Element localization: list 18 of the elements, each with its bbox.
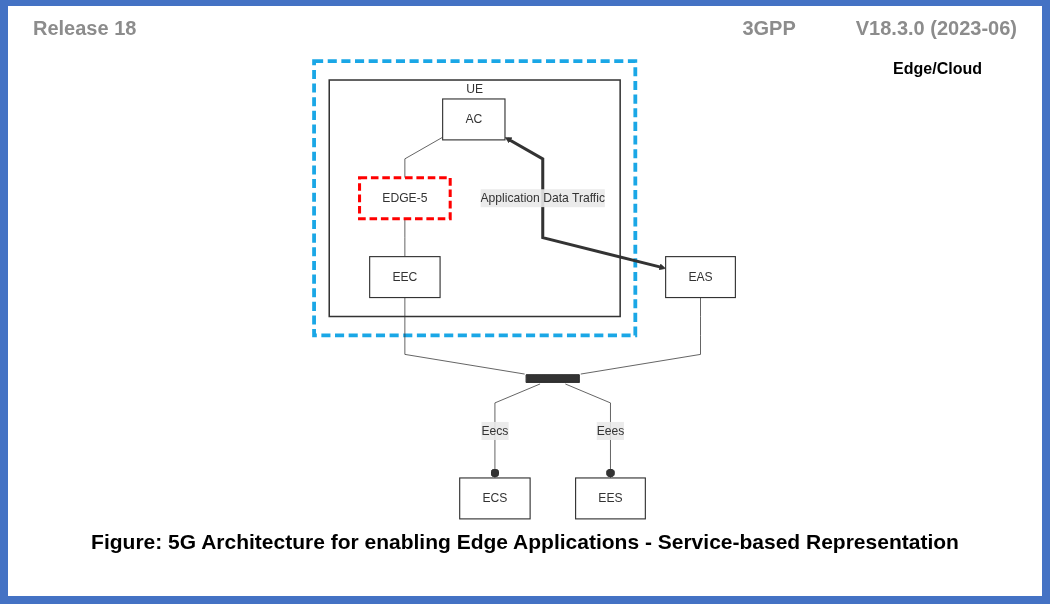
node-box: EES [575, 477, 647, 520]
node-box: EDGE-5 [358, 176, 452, 221]
edge-label: Eecs [481, 424, 509, 438]
organisation-label: 3GPP [742, 16, 796, 40]
connector [580, 297, 702, 375]
edge-label: Eees [596, 424, 625, 438]
node-box: ECS [459, 477, 531, 520]
figure-caption: Figure: 5G Architecture for enabling Edge Applications - Service-based Representation [91, 530, 959, 553]
region-heading: Edge/Cloud [893, 60, 982, 77]
cluster [312, 59, 638, 338]
version-label: V18.3.0 (2023-06) [855, 16, 1017, 40]
edge-label: Application Data Traffic [480, 191, 606, 205]
node-box: AC [442, 98, 506, 141]
connector [404, 297, 526, 375]
node-box: EAS [665, 256, 737, 299]
release-label: Release 18 [33, 16, 137, 40]
node-box: EEC [369, 256, 441, 299]
connector [404, 218, 406, 257]
